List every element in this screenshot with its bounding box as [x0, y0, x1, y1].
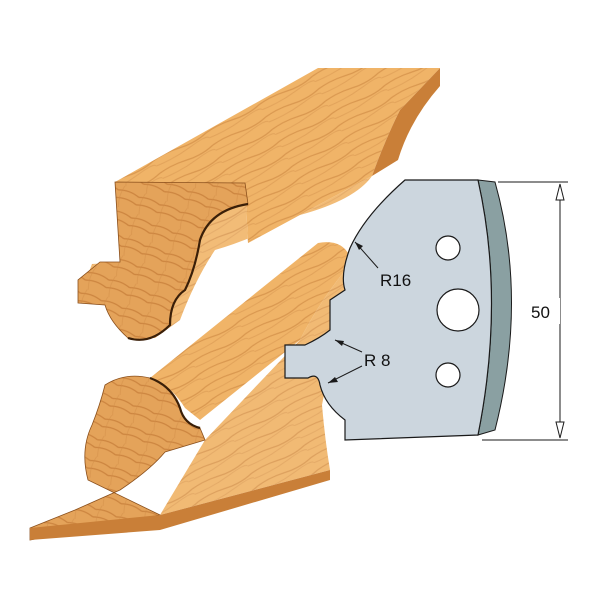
knife-hole-small-top	[435, 235, 461, 261]
moulding-bottom	[29, 242, 358, 541]
height-label-bg	[530, 298, 560, 324]
profile-knife	[284, 179, 512, 441]
radius-large-arrowhead	[355, 242, 363, 250]
moulding-top-end-face	[77, 181, 249, 341]
radius-small-label: R 8	[364, 351, 390, 370]
height-label: 50	[531, 303, 550, 322]
moulding-top	[77, 68, 440, 341]
height-arrow-bottom	[555, 421, 565, 439]
moulding-bottom-upper-face	[105, 242, 352, 420]
moulding-bottom-side-face	[160, 262, 358, 515]
moulding-bottom-base-edge	[30, 470, 330, 540]
knife-hole-small-bottom	[435, 362, 461, 388]
moulding-top-far-edge	[372, 68, 440, 176]
radius-small-arrowhead-bottom	[328, 377, 338, 383]
moulding-top-upper-face	[115, 68, 440, 243]
radius-small-arrowhead-top	[335, 340, 344, 346]
dimension-annotations: R16 R 8 50	[327, 181, 568, 441]
height-arrow-top	[555, 183, 565, 201]
knife-hole-large	[436, 288, 480, 332]
moulding-top-profile-shadow	[127, 202, 249, 341]
radius-large-label: R16	[380, 271, 411, 290]
moulding-bottom-profile-shadow	[149, 376, 201, 430]
